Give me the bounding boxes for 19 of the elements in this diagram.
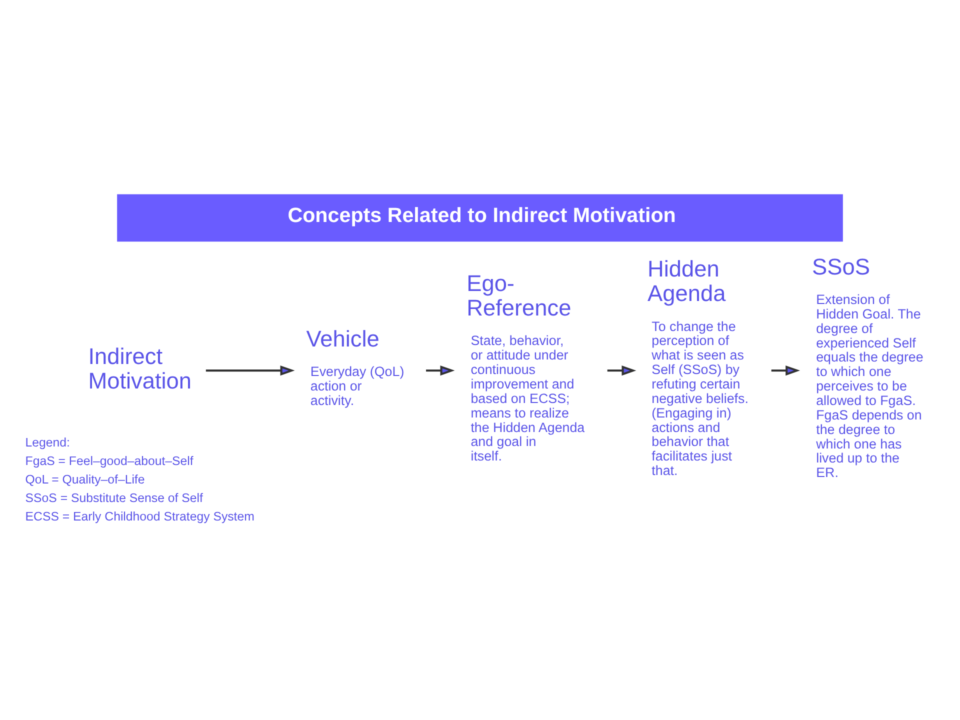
node-label: To change the perception of what is seen as Self (SSoS) by refuting certain negative beliefs. (Engaging in) actions and behavior that facilitates just that.: [652, 318, 748, 478]
node-text: Ego-Reference: [466, 269, 572, 320]
node-label: State, behavior, or attitude under continuous improvement and based on ECSS; means to realize the Hidden Agenda and goal in itself.: [470, 332, 585, 464]
node-text: Vehicle: [306, 324, 380, 351]
label: Legend:: [25, 434, 70, 449]
node-text: Indirect Motivation: [88, 342, 192, 394]
arrow: [426, 365, 455, 376]
node-label: Everyday (QoL) action or activity.: [310, 364, 404, 408]
node-text: Hidden Agenda: [648, 254, 726, 306]
node-label: Extension of Hidden Goal. The degree of experienced Self equals the degree to which one perceives to be allowed to FgaS. FgaS depends on the degree to which one has lived up to the ER.: [816, 291, 924, 480]
node-text: SSoS: [812, 252, 870, 279]
arrow: [607, 365, 636, 376]
legend-label: ECSS = Early Childhood Strategy System: [25, 509, 254, 524]
legend-label: FgaS = Feel–good–about–Self: [25, 453, 194, 468]
legend-label: SSoS = Substitute Sense of Self: [25, 490, 203, 505]
legend-label: QoL = Quality–of–Life: [25, 472, 145, 486]
diagram-title: Concepts Related to Indirect Motivation: [288, 204, 676, 227]
arrow: [771, 365, 800, 376]
arrow: [206, 365, 295, 376]
